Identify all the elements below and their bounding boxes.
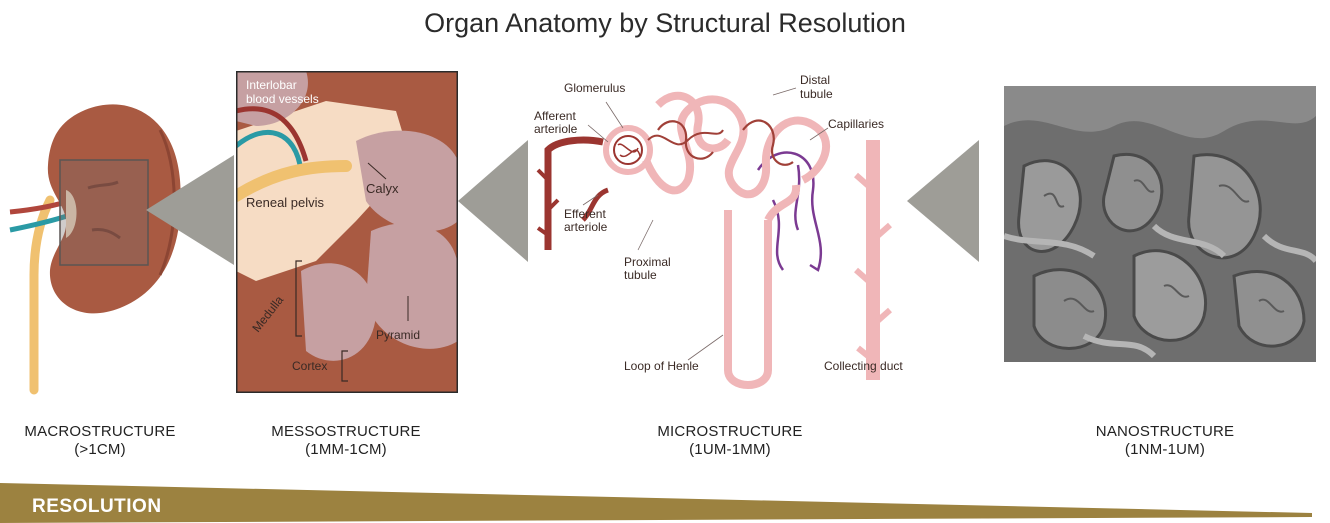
caption-messostructure: MESSOSTRUCTURE (1MM-1CM) <box>236 423 456 459</box>
stage-range: (1MM-1CM) <box>236 441 456 459</box>
zoom-box <box>60 160 148 265</box>
micro-nephron-illustration: Glomerulus Afferent arteriole Efferent a… <box>528 70 908 400</box>
label-calyx: Calyx <box>366 181 399 196</box>
label-cortex: Cortex <box>292 359 327 373</box>
nano-sem-micrograph <box>1004 86 1316 362</box>
label-pyramid: Pyramid <box>376 328 420 342</box>
resolution-label: RESOLUTION <box>32 496 162 518</box>
label-efferent-arteriole: arteriole <box>564 220 608 234</box>
caption-nanostructure: NANOSTRUCTURE (1NM-1UM) <box>1060 423 1270 459</box>
stage-name: MICROSTRUCTURE <box>620 423 840 441</box>
label-capillaries: Capillaries <box>828 117 884 131</box>
diagram-title: Organ Anatomy by Structural Resolution <box>0 8 1330 39</box>
caption-microstructure: MICROSTRUCTURE (1UM-1MM) <box>620 423 840 459</box>
stage-range: (1NM-1UM) <box>1060 441 1270 459</box>
label-blood-vessels: blood vessels <box>246 92 319 106</box>
stage-name: NANOSTRUCTURE <box>1060 423 1270 441</box>
distal-tubule <box>658 96 796 220</box>
label-afferent-arteriole: arteriole <box>534 122 578 136</box>
stage-range: (>1CM) <box>0 441 200 459</box>
label-loop-of-henle: Loop of Henle <box>624 359 699 373</box>
resolution-wedge <box>0 479 1330 523</box>
ureter <box>34 200 50 390</box>
label-collecting-duct: Collecting duct <box>824 359 903 373</box>
loop-of-henle <box>728 210 768 385</box>
label-distal-tubule: tubule <box>800 87 833 101</box>
label-interlobar: Interlobar <box>246 78 297 92</box>
label-proximal: Proximal <box>624 255 671 269</box>
label-afferent: Afferent <box>534 109 576 123</box>
caption-macrostructure: MACROSTRUCTURE (>1CM) <box>0 423 200 459</box>
label-distal: Distal <box>800 73 830 87</box>
label-efferent: Efferent <box>564 207 606 221</box>
stage-range: (1UM-1MM) <box>620 441 840 459</box>
stage-name: MESSOSTRUCTURE <box>236 423 456 441</box>
label-glomerulus: Glomerulus <box>564 81 625 95</box>
label-proximal-tubule: tubule <box>624 268 657 282</box>
stage-name: MACROSTRUCTURE <box>0 423 200 441</box>
label-renal-pelvis: Reneal pelvis <box>246 195 325 210</box>
arrow-1 <box>146 155 236 265</box>
arrow-2 <box>458 140 528 262</box>
arrow-3 <box>907 140 979 262</box>
meso-section-illustration: Interlobar blood vessels Reneal pelvis C… <box>236 71 458 393</box>
